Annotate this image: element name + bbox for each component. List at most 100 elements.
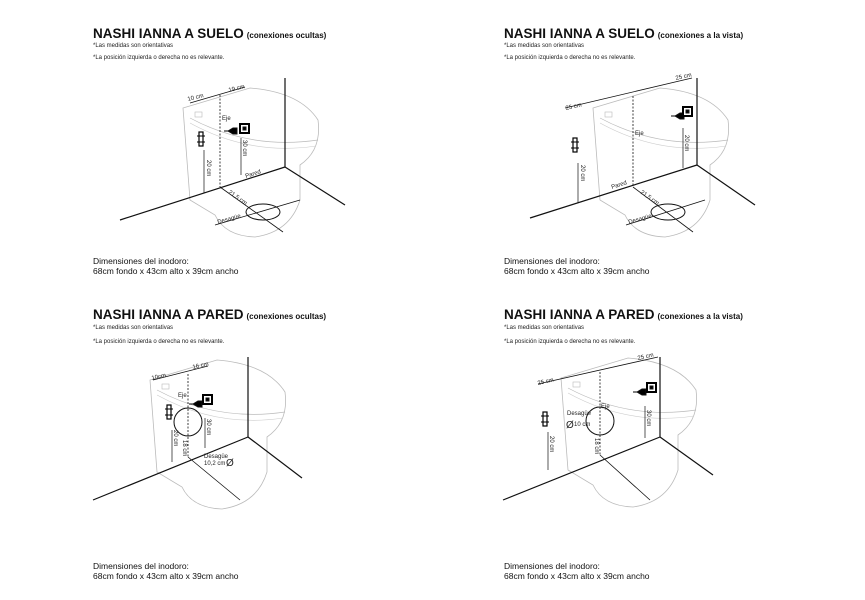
top-dimension-line xyxy=(537,356,659,385)
drain-ellipse xyxy=(650,203,686,221)
panel-4-drawing: 25 cm 25 cm Eje 20 cm 30 cm 18 cm Desagü… xyxy=(502,352,714,508)
floor-axis-line xyxy=(599,454,651,501)
floor-wall-line xyxy=(502,436,661,501)
wall-label: Pared xyxy=(245,169,262,180)
socket-icon xyxy=(202,394,213,405)
drain-label: Desagüe xyxy=(567,411,592,417)
title-subtitle: (conexiones ocultas) xyxy=(246,31,327,40)
water-height-label: 20 cm xyxy=(172,430,178,446)
dim-left-label: 10cm xyxy=(151,373,167,382)
water-height-label: 20 cm xyxy=(579,165,585,181)
water-height-label: 20 cm xyxy=(548,436,554,452)
dim-right-label: 25 cm xyxy=(637,352,654,362)
power-height-label: 20 cm xyxy=(683,135,689,151)
power-height-label: 30 cm xyxy=(205,419,211,435)
note-2: *La posición izquierda o derecha no es r… xyxy=(93,339,225,345)
panel-2-drawing: 25 cm 25 cm Eje 20 cm 20 cm Pared 21,5 c… xyxy=(529,72,756,238)
wall-label: Pared xyxy=(611,180,628,191)
panel-1-title: NASHI IANNA A SUELO(conexiones ocultas) xyxy=(93,26,326,41)
panel-2-title: NASHI IANNA A SUELO(conexiones a la vist… xyxy=(504,26,743,41)
note-1: *Las medidas son orientativas xyxy=(504,43,585,49)
top-dimension-line xyxy=(152,365,209,381)
floor-side-line xyxy=(659,436,714,476)
drain-label: Desagüe xyxy=(217,213,242,226)
water-valve-icon xyxy=(540,411,550,427)
note-2: *La posición izquierda o derecha no es r… xyxy=(93,55,225,61)
top-dimension-line xyxy=(189,86,246,104)
drain-distance-line xyxy=(219,186,284,233)
axis-label: Eje xyxy=(601,404,610,410)
dimensions-title: Dimensiones del inodoro: xyxy=(93,561,189,571)
top-dimension-line xyxy=(564,77,693,109)
floor-wall-line xyxy=(119,166,286,221)
water-height-label: 20 cm xyxy=(205,160,211,176)
drain-distance-label: 21,5 cm xyxy=(227,190,248,207)
drain-circle xyxy=(585,406,615,436)
drain-distance-line xyxy=(632,186,694,233)
drain-circle xyxy=(173,407,203,437)
panel-3-drawing: 10cm 16 cm Eje 20 cm 30 cm 18 cm Desagüe… xyxy=(92,357,303,510)
drain-label: Desagüe xyxy=(628,213,653,226)
diameter-icon: Ø xyxy=(226,458,234,469)
floor-side-line xyxy=(696,164,756,206)
axis-label: Eje xyxy=(222,116,231,122)
note-1: *Las medidas son orientativas xyxy=(93,43,174,49)
power-height-label: 30 cm xyxy=(645,410,651,426)
socket-icon xyxy=(646,382,657,393)
drain-distance-label: 21,5 cm xyxy=(639,190,660,207)
axis-label: Eje xyxy=(178,393,187,399)
title-text: NASHI IANNA A SUELO xyxy=(93,26,244,41)
floor-axis-line xyxy=(187,456,241,501)
floor-wall-line xyxy=(92,436,249,501)
dimensions-title: Dimensiones del inodoro: xyxy=(504,256,600,266)
toilet-outline xyxy=(592,87,730,238)
water-valve-icon xyxy=(570,137,580,153)
title-subtitle: (conexiones a la vista) xyxy=(657,31,744,40)
floor-side-line xyxy=(284,166,346,206)
panel-3-dimensions: Dimensiones del inodoro:68cm fondo x 43c… xyxy=(93,561,239,581)
floor-wall-line xyxy=(529,164,698,219)
water-valve-icon xyxy=(164,404,174,420)
drain-diameter-label: 10 cm xyxy=(574,422,590,428)
panel-1-drawing: 10 cm 19 cm Eje 20 cm 30 cm Pared 21,5 c… xyxy=(119,78,346,238)
dimensions-title: Dimensiones del inodoro: xyxy=(504,561,600,571)
axis-label: Eje xyxy=(635,131,644,137)
panel-4-dimensions: Dimensiones del inodoro:68cm fondo x 43c… xyxy=(504,561,650,581)
dimensions-title: Dimensiones del inodoro: xyxy=(93,256,189,266)
toilet-outline xyxy=(149,359,287,510)
toilet-outline xyxy=(560,357,698,508)
water-valve-icon xyxy=(196,131,206,147)
title-text: NASHI IANNA A SUELO xyxy=(504,26,655,41)
panel-1-dimensions: Dimensiones del inodoro:68cm fondo x 43c… xyxy=(93,256,239,276)
dim-left-label: 25 cm xyxy=(537,377,554,387)
drain-diameter-label: 10,2 cm xyxy=(204,461,225,467)
title-subtitle: (conexiones ocultas) xyxy=(246,312,327,321)
panel-3-title: NASHI IANNA A PARED(conexiones ocultas) xyxy=(93,307,326,322)
drain-ellipse xyxy=(245,203,281,221)
drain-height-label: 18 cm xyxy=(181,440,187,456)
note-2: *La posición izquierda o derecha no es r… xyxy=(504,339,636,345)
power-plug-icon xyxy=(632,388,647,396)
dim-right-label: 25 cm xyxy=(675,72,692,82)
floor-side-line xyxy=(247,436,303,479)
socket-icon xyxy=(682,106,693,117)
panel-4-title: NASHI IANNA A PARED(conexiones a la vist… xyxy=(504,307,743,322)
dimensions-value: 68cm fondo x 43cm alto x 39cm ancho xyxy=(504,571,650,581)
dimensions-value: 68cm fondo x 43cm alto x 39cm ancho xyxy=(93,266,239,276)
dimensions-value: 68cm fondo x 43cm alto x 39cm ancho xyxy=(93,571,239,581)
drain-line xyxy=(625,199,706,226)
title-text: NASHI IANNA A PARED xyxy=(504,307,655,322)
dim-left-label: 10 cm xyxy=(187,93,204,103)
dim-right-label: 19 cm xyxy=(228,84,245,94)
drain-height-label: 18 cm xyxy=(593,438,599,454)
dimensions-value: 68cm fondo x 43cm alto x 39cm ancho xyxy=(504,266,650,276)
dim-left-label: 25 cm xyxy=(565,102,582,112)
diameter-icon: Ø xyxy=(566,420,574,431)
title-subtitle: (conexiones a la vista) xyxy=(657,312,743,321)
note-1: *Las medidas son orientativas xyxy=(504,325,585,331)
drain-line xyxy=(214,199,301,226)
dim-right-label: 16 cm xyxy=(192,361,209,371)
power-height-label: 30 cm xyxy=(241,140,247,156)
drain-label: Desagüe xyxy=(204,454,229,460)
